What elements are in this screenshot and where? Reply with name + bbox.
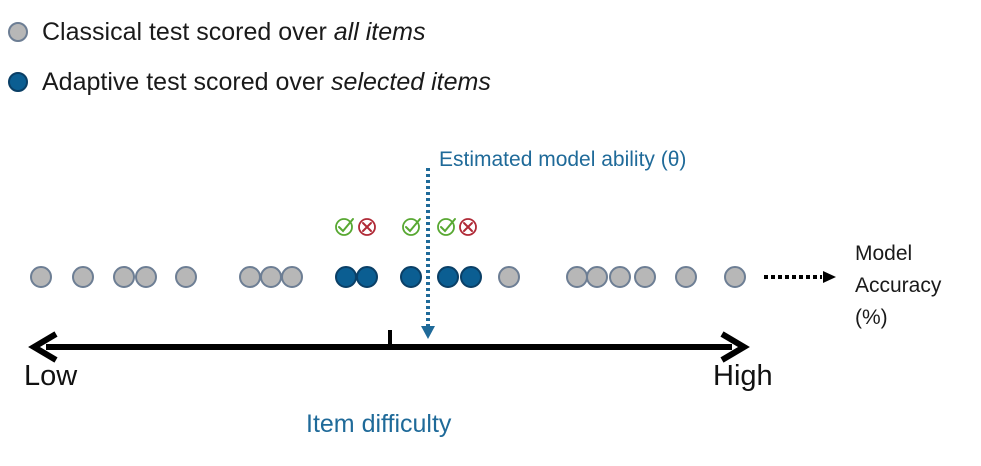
check-circle-icon (335, 218, 354, 236)
accuracy-label: Model Accuracy (%) (855, 238, 941, 334)
x-circle-icon (459, 218, 477, 236)
accuracy-arrowhead (823, 271, 836, 283)
selected-item-circle (400, 266, 422, 288)
response-marks (335, 218, 477, 236)
x-circle-icon (358, 218, 376, 236)
legend-classical: Classical test scored over all items (8, 17, 425, 47)
accuracy-label-line: (%) (855, 306, 888, 329)
classical-item-circle (586, 266, 608, 288)
classical-item-circle (135, 266, 157, 288)
check-circle-icon (402, 218, 421, 236)
classical-item-circle (609, 266, 631, 288)
legend-classical-emphasis: all items (333, 17, 426, 46)
selected-item-circle (335, 266, 357, 288)
legend-adaptive-prefix: Adaptive test scored over (42, 67, 332, 96)
accuracy-arrow (764, 271, 836, 283)
legend-adaptive: Adaptive test scored over selected items (8, 67, 491, 97)
legend-adaptive-emphasis: selected items (331, 67, 491, 96)
classical-item-circle (634, 266, 656, 288)
classical-item-circle (175, 266, 197, 288)
accuracy-label-line: Model (855, 242, 913, 265)
difficulty-axis (28, 330, 750, 363)
classical-item-circle (260, 266, 282, 288)
legend-classical-prefix: Classical test scored over (42, 17, 334, 46)
selected-item-circle (437, 266, 459, 288)
classical-item-circle (281, 266, 303, 288)
axis-title: Item difficulty (306, 410, 452, 438)
gray-circle-icon (8, 22, 28, 42)
ability-marker (421, 168, 435, 339)
classical-item-circle (675, 266, 697, 288)
check-circle-icon (437, 218, 456, 236)
axis-left-arrowhead (28, 331, 58, 363)
selected-item-circle (356, 266, 378, 288)
axis-right-arrowhead (720, 331, 750, 363)
classical-item-circle (113, 266, 135, 288)
classical-item-circle (72, 266, 94, 288)
classical-item-circle (566, 266, 588, 288)
item-row (30, 266, 746, 288)
low-label: Low (24, 360, 78, 392)
selected-item-circle (460, 266, 482, 288)
classical-item-circle (239, 266, 261, 288)
ability-label: Estimated model ability (θ) (439, 148, 687, 171)
accuracy-label-line: Accuracy (855, 274, 942, 297)
classical-item-circle (724, 266, 746, 288)
blue-circle-icon (8, 72, 28, 92)
ability-arrowhead (421, 326, 435, 339)
classical-item-circle (30, 266, 52, 288)
high-label: High (713, 360, 773, 392)
classical-item-circle (498, 266, 520, 288)
